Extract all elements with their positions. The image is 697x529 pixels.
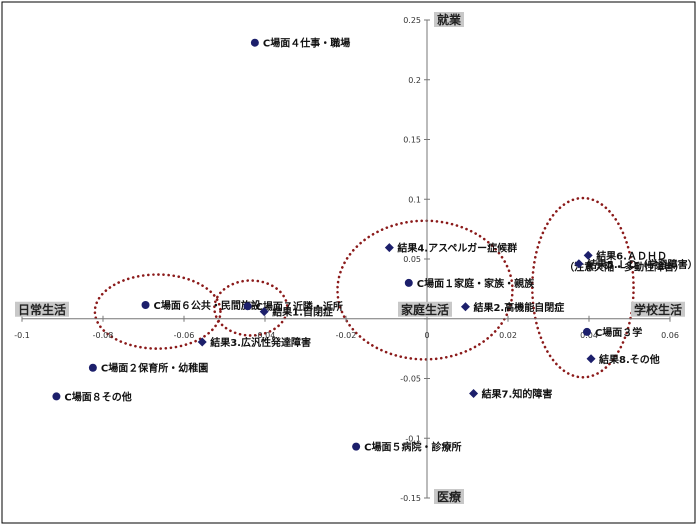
- point-label: 結果5.ＬＤ（学習障害）: [587, 258, 697, 271]
- diamond-marker: [460, 302, 470, 312]
- y-tick-label: -0.05: [400, 375, 421, 384]
- cluster-ellipse-4: [530, 196, 635, 379]
- circle-marker: [141, 301, 150, 310]
- axis-label-text: 学校生活: [634, 302, 682, 317]
- y-tick-label: 0.15: [403, 136, 421, 145]
- point-label: 結果6.ＡＤＨＤ: [596, 249, 667, 262]
- point-label: C場面８その他: [64, 390, 131, 403]
- circle-marker: [243, 302, 252, 311]
- x-tick-label: 0.06: [661, 331, 679, 340]
- annotation-layer: [93, 196, 635, 379]
- circle-marker: [250, 38, 259, 47]
- data-point: C場面１家庭・家族・親族: [404, 277, 535, 290]
- data-point: C場面３学: [582, 326, 642, 339]
- data-point: C場面５病院・診療所: [352, 441, 461, 454]
- y-tick-label: 0.2: [408, 76, 421, 85]
- y-tick-label: -0.1: [405, 434, 421, 443]
- axis-label-top: 就業: [434, 12, 464, 27]
- axis-label-text: 就業: [437, 12, 462, 27]
- circle-marker: [582, 327, 591, 336]
- x-tick-label: -0.04: [255, 331, 276, 340]
- data-point: 結果1.自閉症: [259, 306, 333, 319]
- data-point: C場面７近隣・近所: [243, 300, 343, 313]
- point-label: 結果1.自閉症: [272, 306, 333, 319]
- circle-marker: [88, 363, 97, 372]
- axes-layer: -0.1-0.08-0.06-0.04-0.0200.020.040.06-0.…: [14, 16, 679, 503]
- diamond-marker: [586, 354, 596, 364]
- circle-marker: [52, 392, 61, 401]
- point-label: C場面７近隣・近所: [256, 300, 343, 313]
- data-point: 結果2.高機能自閉症: [460, 301, 564, 314]
- diamond-marker: [384, 243, 394, 253]
- axis-label-bg: [398, 301, 452, 317]
- point-label: C場面２保育所・幼稚園: [101, 362, 208, 375]
- data-point: 結果6.ＡＤＨＤ: [583, 249, 667, 262]
- point-label: C場面１家庭・家族・親族: [417, 277, 535, 290]
- data-point: 結果7.知的障害: [469, 387, 552, 400]
- axis-label-bg: [15, 301, 69, 317]
- data-point: 結果8.その他: [586, 353, 660, 366]
- data-point: C場面８その他: [52, 390, 132, 403]
- axis-label-text: 家庭生活: [401, 302, 449, 317]
- point-label: C場面４仕事・職場: [263, 37, 350, 50]
- data-point: 結果5.ＬＤ（学習障害）: [574, 258, 697, 271]
- point-label: 結果8.その他: [599, 353, 660, 366]
- y-tick-label: 0.1: [408, 195, 421, 204]
- y-tick-label: 0.05: [403, 255, 421, 264]
- axis-label-bg: [631, 301, 685, 317]
- x-tick-label: -0.06: [174, 331, 195, 340]
- diamond-marker: [583, 250, 593, 260]
- x-tick-label: 0.02: [499, 331, 517, 340]
- cluster-ellipse-1: [93, 273, 222, 350]
- point-label: 結果7.知的障害: [482, 387, 553, 400]
- diamond-marker: [469, 388, 479, 398]
- axis-label-bottom: 医療: [434, 489, 464, 504]
- y-tick-label: 0.25: [403, 16, 421, 25]
- data-point: C場面２保育所・幼稚園: [88, 362, 208, 375]
- axis-label-bg: [434, 12, 464, 27]
- cluster-ellipse-2: [213, 279, 289, 337]
- data-point: C場面６公共・民間施設: [141, 299, 262, 312]
- x-tick-label: -0.08: [93, 331, 114, 340]
- data-point: （注意欠陥・多動性障害）: [564, 260, 684, 273]
- x-tick-label: -0.02: [336, 331, 357, 340]
- point-label: C場面５病院・診療所: [364, 441, 461, 454]
- point-label: 結果4.アスペルガー症候群: [397, 242, 517, 255]
- point-label: 結果2.高機能自閉症: [473, 301, 564, 314]
- data-point: 結果4.アスペルガー症候群: [384, 242, 517, 255]
- axis-label-bg: [434, 489, 464, 504]
- axis-label-right: 学校生活: [631, 301, 685, 317]
- x-tick-label: -0.1: [14, 331, 30, 340]
- axis-label-text: 医療: [437, 489, 461, 504]
- point-label: C場面６公共・民間施設: [154, 299, 262, 312]
- axis-label-center: 家庭生活: [398, 301, 452, 317]
- circle-marker: [352, 442, 361, 451]
- data-point: C場面４仕事・職場: [250, 37, 350, 50]
- cluster-ellipse-3: [336, 219, 514, 361]
- diamond-marker: [197, 337, 207, 347]
- diamond-marker: [574, 259, 584, 269]
- axis-label-text: 日常生活: [18, 302, 66, 317]
- point-label: C場面３学: [595, 326, 642, 339]
- circle-marker: [404, 278, 413, 287]
- y-tick-label: -0.15: [400, 494, 421, 503]
- axis-label-left: 日常生活: [15, 301, 69, 317]
- point-label: 結果3.広汎性発達障害: [210, 336, 311, 349]
- point-label: （注意欠陥・多動性障害）: [564, 260, 684, 273]
- diamond-marker: [259, 307, 269, 317]
- data-point: 結果3.広汎性発達障害: [197, 336, 311, 349]
- x-tick-label: 0: [424, 331, 429, 340]
